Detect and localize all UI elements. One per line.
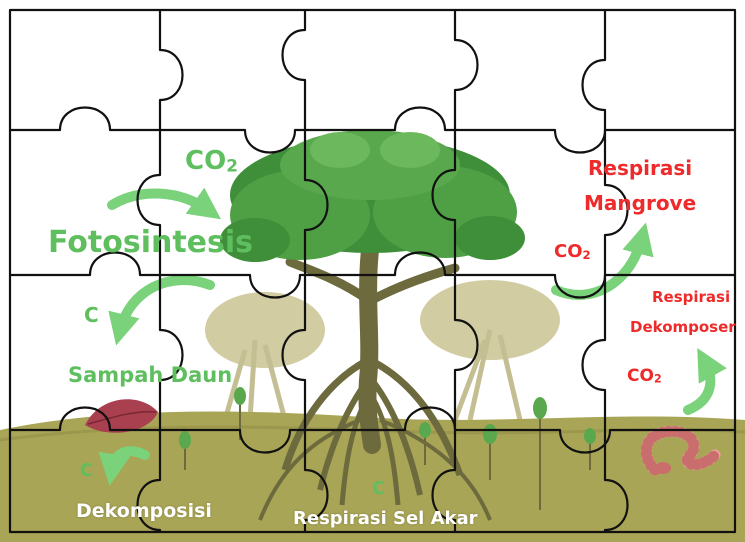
dekomposisi-label: Dekomposisi <box>76 502 212 521</box>
co2-dekomposer-label: CO2 <box>627 368 662 385</box>
carbon-label-bottom: C <box>80 462 93 480</box>
respirasi-dekomposer-label-line1: Respirasi <box>652 290 730 305</box>
co2-mangrove-label: CO2 <box>554 243 591 261</box>
co2-photosynthesis-label: CO2 <box>185 148 238 174</box>
carbon-label-left: C <box>84 305 99 325</box>
carbon-label-center: C <box>372 480 385 498</box>
fotosintesis-label: Fotosintesis <box>48 228 253 258</box>
respirasi-dekomposer-label-line2: Dekomposer <box>630 320 736 335</box>
respirasi-mangrove-label-line2: Mangrove <box>584 193 696 213</box>
respirasi-sel-akar-label: Respirasi Sel Akar <box>293 510 478 528</box>
sampah-daun-label: Sampah Daun <box>68 365 232 386</box>
respirasi-mangrove-label-line1: Respirasi <box>588 158 692 178</box>
